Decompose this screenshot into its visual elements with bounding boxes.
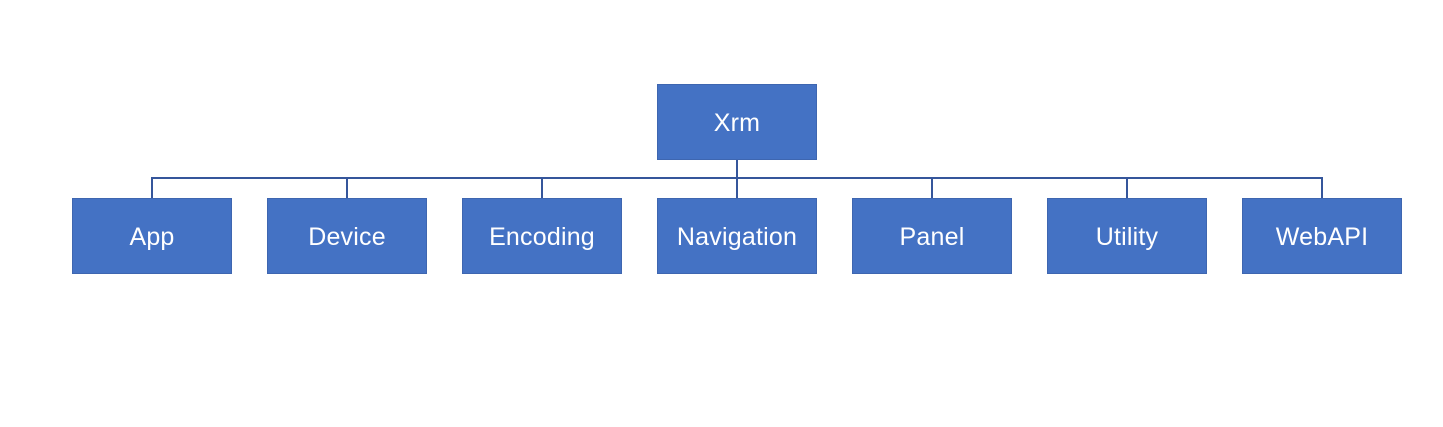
- node-webapi: WebAPI: [1242, 198, 1402, 274]
- node-label: Navigation: [676, 223, 798, 251]
- node-app: App: [72, 198, 232, 274]
- node-label: WebAPI: [1275, 223, 1369, 251]
- node-label: Panel: [899, 223, 965, 251]
- node-panel: Panel: [852, 198, 1012, 274]
- root-node-label: Xrm: [713, 109, 761, 137]
- root-node: Xrm: [657, 84, 817, 160]
- node-navigation: Navigation: [657, 198, 817, 274]
- node-label: App: [129, 223, 175, 251]
- node-label: Utility: [1095, 223, 1159, 251]
- node-encoding: Encoding: [462, 198, 622, 274]
- node-utility: Utility: [1047, 198, 1207, 274]
- node-label: Device: [308, 223, 386, 251]
- node-device: Device: [267, 198, 427, 274]
- node-label: Encoding: [489, 223, 595, 251]
